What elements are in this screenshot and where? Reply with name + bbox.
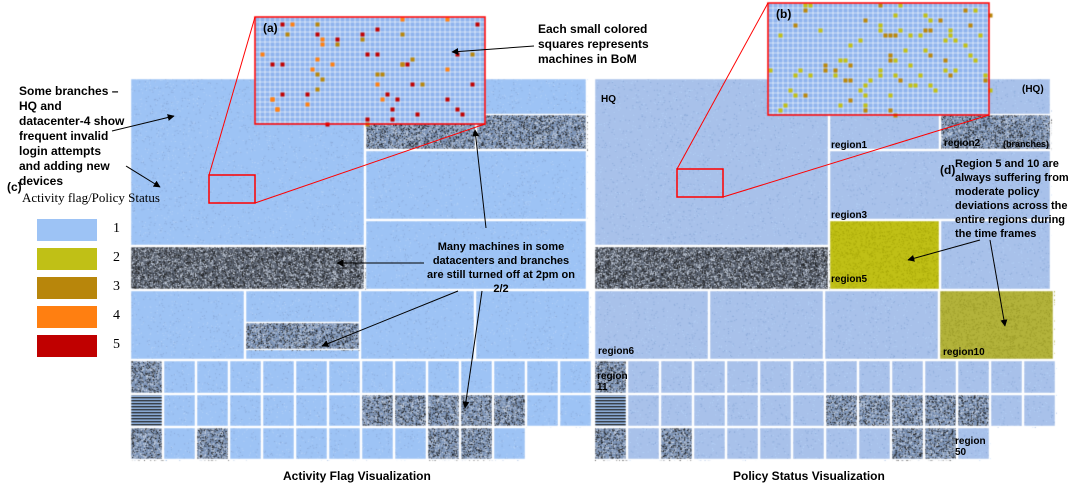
branches-annotation: Some branches – HQ and datacenter-4 show… bbox=[19, 84, 125, 188]
zoom-box-right bbox=[676, 168, 724, 198]
label-region10: region10 bbox=[943, 347, 985, 358]
label-region2: region2 bbox=[944, 138, 981, 149]
label-hq: HQ bbox=[601, 94, 616, 105]
legend-swatch-3 bbox=[37, 277, 97, 299]
label-region5: region5 bbox=[831, 274, 868, 285]
squares-annotation: Each small colored squares represents ma… bbox=[538, 22, 649, 66]
arrow-region5 bbox=[907, 239, 981, 262]
arrow-off-1 bbox=[472, 129, 487, 229]
label-region50: region 50 bbox=[955, 436, 986, 458]
legend-title: Activity flag/Policy Status bbox=[22, 190, 160, 205]
legend-label-4: 4 bbox=[113, 308, 120, 323]
turned-off-annotation: Many machines in some datacenters and br… bbox=[427, 241, 575, 295]
caption-activity-flag: Activity Flag Visualization bbox=[283, 469, 431, 483]
arrow-off-3 bbox=[321, 290, 459, 347]
panel-a-label: (a) bbox=[263, 21, 278, 35]
label-region1: region1 bbox=[831, 140, 868, 151]
label-region3: region3 bbox=[831, 210, 868, 221]
zoom-line-b2 bbox=[722, 114, 990, 198]
legend-label-1: 1 bbox=[113, 221, 120, 236]
label-region11: region 11 bbox=[597, 371, 628, 393]
label-hq-paren: (HQ) bbox=[1022, 84, 1044, 95]
label-region6: region6 bbox=[598, 346, 635, 357]
legend-swatch-5 bbox=[37, 335, 97, 357]
label-branches: (branches) bbox=[1003, 139, 1050, 149]
panel-b-label: (b) bbox=[776, 7, 792, 21]
zoom-line-a1 bbox=[208, 16, 256, 176]
zoom-box-left bbox=[208, 174, 256, 204]
arrow-squares bbox=[451, 45, 535, 56]
legend-swatch-4 bbox=[37, 306, 97, 328]
legend-label-3: 3 bbox=[113, 279, 120, 294]
zoom-line-b1 bbox=[676, 2, 769, 170]
legend-swatch-2 bbox=[37, 248, 97, 270]
region-deviation-annotation: Region 5 and 10 are always suffering fro… bbox=[955, 158, 1069, 240]
arrow-region10 bbox=[989, 239, 1008, 327]
zoom-line-a2 bbox=[254, 123, 486, 204]
panel-d-label: (d) bbox=[940, 163, 956, 177]
legend-label-2: 2 bbox=[113, 250, 120, 265]
panel-c-label: (c) bbox=[7, 180, 22, 194]
legend-swatch-1 bbox=[37, 219, 97, 241]
arrow-off-4 bbox=[462, 290, 483, 409]
arrow-hq bbox=[111, 114, 175, 132]
arrow-dc4 bbox=[125, 165, 161, 188]
legend-label-5: 5 bbox=[113, 337, 120, 352]
caption-policy-status: Policy Status Visualization bbox=[733, 469, 885, 483]
